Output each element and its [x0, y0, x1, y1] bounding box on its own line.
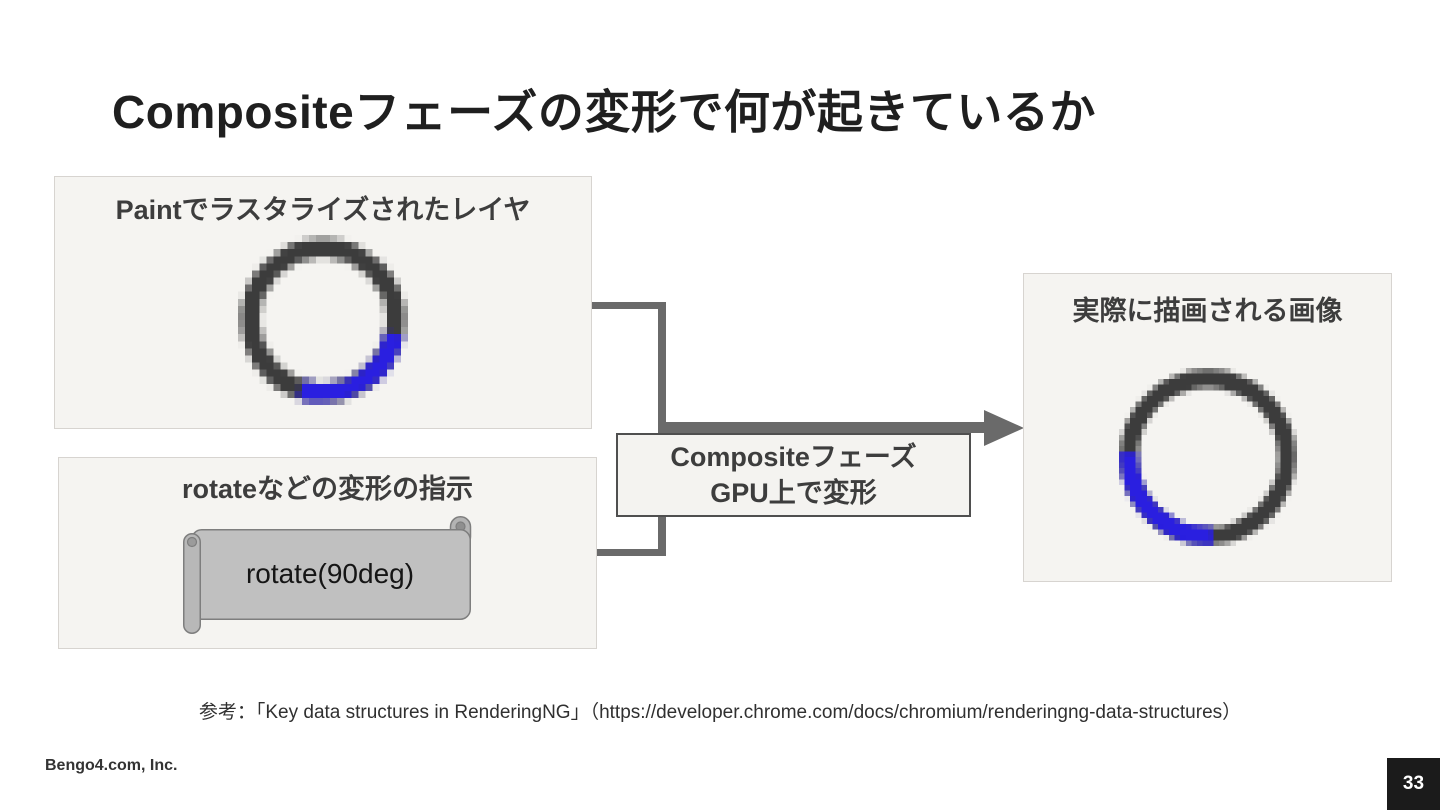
- reference-text: 参考：「Key data structures in RenderingNG」（…: [198, 702, 1242, 723]
- arrow-shaft: [658, 422, 985, 433]
- composite-phase-line1: Compositeフェーズ: [670, 442, 917, 472]
- connector-bottom-elbow: [596, 549, 666, 556]
- rendered-image: [1118, 368, 1297, 546]
- page-number: 33: [1402, 773, 1425, 794]
- scroll-shape-graphic: [183, 516, 472, 634]
- company-name: Bengo4.com, Inc.: [45, 757, 178, 774]
- rendered-image-panel: 実際に描画される画像: [1023, 273, 1392, 582]
- rotate-instruction-panel-title: rotateなどの変形の指示: [181, 474, 473, 504]
- paint-layer-panel-title: Paintでラスタライズされたレイヤ: [115, 195, 531, 225]
- rasterized-layer-image: [238, 235, 408, 405]
- rotate-instruction-panel: rotateなどの変形の指示 rotate(90deg): [58, 457, 597, 649]
- scroll-shape: rotate(90deg): [183, 516, 472, 634]
- composite-phase-label-box: Compositeフェーズ GPU上で変形: [616, 433, 971, 517]
- connector-top-elbow: [591, 302, 666, 309]
- paint-layer-panel: Paintでラスタライズされたレイヤ: [54, 176, 592, 429]
- composite-phase-line2: GPU上で変形: [710, 478, 877, 508]
- page-number-badge: 33: [1387, 758, 1440, 810]
- arrow-head-icon: [984, 410, 1024, 446]
- slide-title: Compositeフェーズの変形で何が起きているか: [112, 86, 1096, 138]
- rendered-image-panel-title: 実際に描画される画像: [1072, 296, 1343, 326]
- rotate-value-text: rotate(90deg): [245, 558, 415, 589]
